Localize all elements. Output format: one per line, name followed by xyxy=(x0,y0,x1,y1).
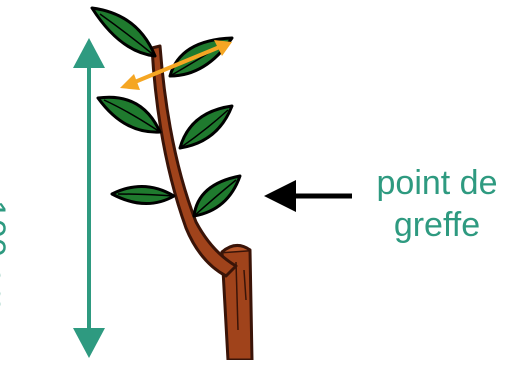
leaf xyxy=(192,174,242,218)
leaves xyxy=(90,6,242,218)
leaf xyxy=(110,184,176,206)
leaf xyxy=(178,104,234,150)
graft-point-label: point de greffe xyxy=(362,162,512,246)
graft-point-label-line1: point de xyxy=(376,164,498,202)
graft-point-label-line2: greffe xyxy=(393,206,481,244)
height-label: 100 cm xyxy=(0,200,12,312)
width-marker-icon xyxy=(120,40,232,90)
leaf xyxy=(96,95,162,134)
leaf xyxy=(90,6,157,58)
height-arrow-icon xyxy=(73,38,105,358)
arrow-left-icon xyxy=(264,180,352,212)
scion-stem xyxy=(150,44,238,278)
